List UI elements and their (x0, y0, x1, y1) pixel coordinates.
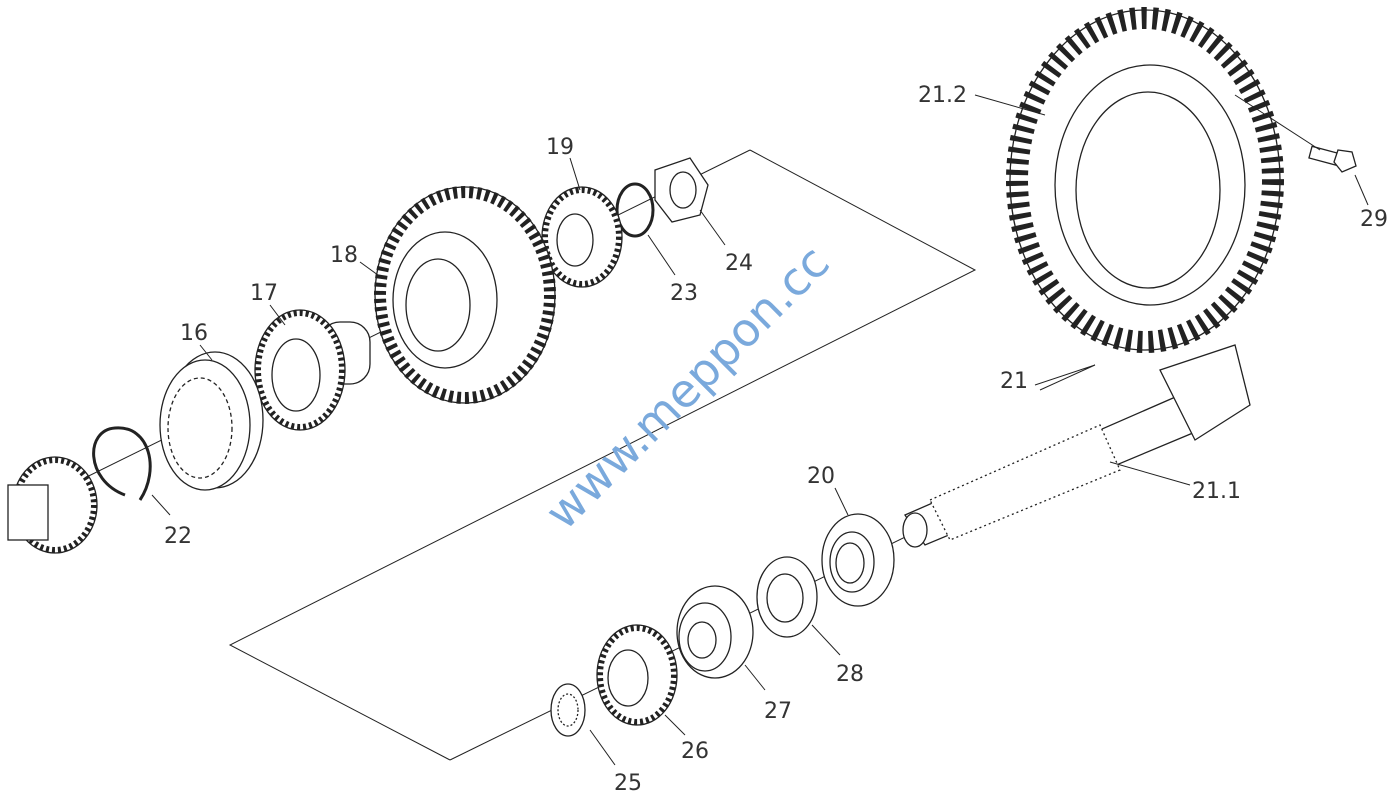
part-18-gear (374, 186, 556, 404)
label-17: 17 (250, 281, 278, 306)
part-21-2-ring-gear (1006, 7, 1284, 353)
label-21: 21 (1000, 369, 1028, 394)
part-20-bearing (821, 513, 895, 607)
label-27: 27 (764, 699, 792, 724)
part-29-bolt (1308, 145, 1357, 173)
part-16-sleeve (159, 351, 264, 491)
label-22: 22 (164, 524, 192, 549)
label-21-1: 21.1 (1192, 479, 1241, 504)
label-16: 16 (180, 321, 208, 346)
label-19: 19 (546, 135, 574, 160)
label-21-2: 21.2 (918, 83, 967, 108)
label-25: 25 (614, 771, 642, 793)
leader-lines (151, 94, 1369, 766)
part-19-gear (541, 186, 623, 288)
label-26: 26 (681, 739, 709, 764)
part-left-gear (7, 456, 98, 554)
label-18: 18 (330, 243, 358, 268)
part-27-bearing (676, 585, 754, 679)
part-24-nut (654, 157, 709, 223)
part-22-circlip (92, 426, 152, 501)
part-21-pinion-shaft (902, 344, 1251, 548)
label-24: 24 (725, 251, 753, 276)
part-23-snap-ring (615, 182, 655, 238)
label-23: 23 (670, 281, 698, 306)
part-25-washer (550, 683, 586, 737)
part-26-gear (596, 624, 678, 726)
label-29: 29 (1360, 207, 1388, 232)
label-28: 28 (836, 662, 864, 687)
part-28-washer (756, 556, 818, 638)
part-17-hub-gear (254, 309, 371, 431)
label-20: 20 (807, 464, 835, 489)
